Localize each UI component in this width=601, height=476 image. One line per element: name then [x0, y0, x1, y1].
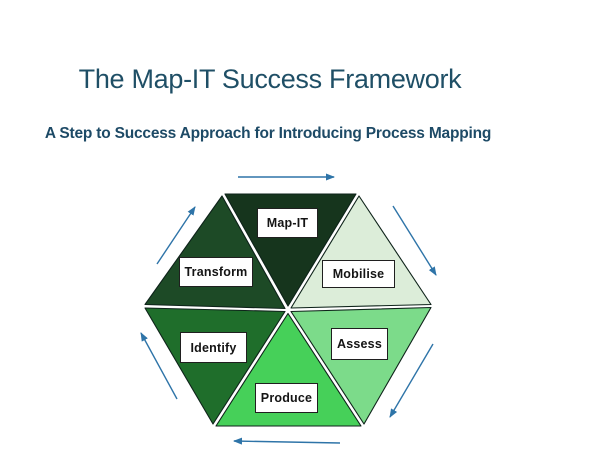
cycle-arrow-bottom-left [140, 332, 178, 400]
segment-assess-triangle [290, 306, 432, 425]
page-subtitle: A Step to Success Approach for Introduci… [44, 125, 492, 142]
segment-label-transform: Transform [179, 257, 253, 287]
cycle-arrow-top-left [156, 206, 196, 265]
cycle-arrow-bottom-right [389, 343, 434, 418]
segment-produce-triangle [215, 312, 362, 427]
segment-label-map-it: Map-IT [257, 208, 318, 238]
segment-label-assess: Assess [331, 328, 388, 360]
cycle-arrow-bottom [233, 437, 341, 445]
segment-label-produce: Produce [255, 383, 318, 413]
segment-label-mobilise: Mobilise [322, 260, 395, 288]
cycle-arrow-top-right [392, 205, 437, 276]
segment-label-identify: Identify [180, 332, 247, 363]
page-title: The Map-IT Success Framework [78, 64, 462, 94]
